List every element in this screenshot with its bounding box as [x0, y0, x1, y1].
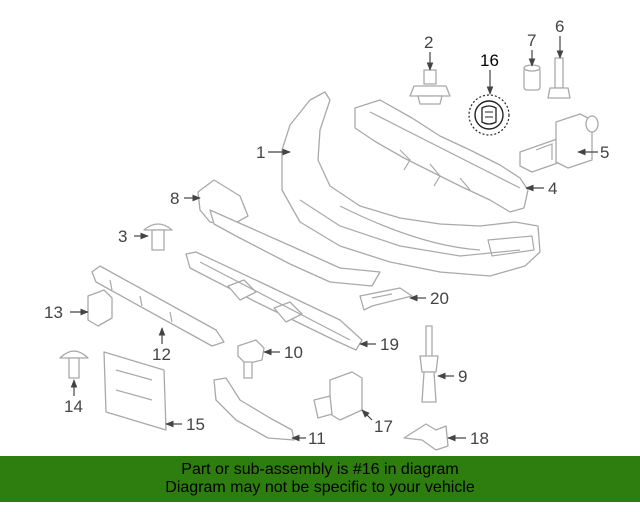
- callout-6[interactable]: 6: [555, 17, 564, 36]
- part-18-clip-bracket[interactable]: [403, 423, 449, 451]
- callout-2[interactable]: 2: [424, 33, 433, 52]
- callout-5[interactable]: 5: [600, 143, 609, 162]
- callout-16[interactable]: 16: [480, 51, 499, 70]
- part-17-module[interactable]: [313, 371, 363, 421]
- part-1-bumper-cover[interactable]: [281, 91, 541, 277]
- callout-numbers: 1 2 3 4 5 6 7 8 9 10 11 12 13 14 15 16 1…: [44, 17, 609, 448]
- part-14-push-pin[interactable]: [59, 350, 89, 379]
- callout-4[interactable]: 4: [548, 179, 557, 198]
- callout-8[interactable]: 8: [170, 189, 179, 208]
- part-3-push-clip[interactable]: [143, 223, 173, 251]
- disclaimer-banner: Part or sub-assembly is #16 in diagram D…: [0, 456, 640, 502]
- exploded-parts-diagram: 1 2 3 4 5 6 7 8 9 10 11 12 13 14 15 16 1…: [44, 17, 609, 451]
- part-10-clip[interactable]: [237, 339, 265, 379]
- callout-7[interactable]: 7: [527, 31, 536, 50]
- part-6-bolt[interactable]: [547, 57, 571, 99]
- callout-12[interactable]: 12: [152, 345, 171, 364]
- callout-9[interactable]: 9: [458, 367, 467, 386]
- callout-20[interactable]: 20: [430, 289, 449, 308]
- banner-line-2: Diagram may not be specific to your vehi…: [165, 479, 475, 496]
- part-12-grille-strip[interactable]: [91, 265, 225, 347]
- callout-15[interactable]: 15: [186, 415, 205, 434]
- part-16-emblem-badge[interactable]: [468, 94, 510, 136]
- callout-11[interactable]: 11: [308, 429, 326, 448]
- callout-19[interactable]: 19: [380, 335, 399, 354]
- callout-3[interactable]: 3: [118, 227, 127, 246]
- callout-18[interactable]: 18: [470, 429, 489, 448]
- callout-13[interactable]: 13: [44, 303, 63, 322]
- banner-line-1: Part or sub-assembly is #16 in diagram: [181, 461, 459, 478]
- part-20-small-bracket[interactable]: [359, 287, 413, 311]
- part-7-bushing[interactable]: [523, 64, 541, 91]
- callout-leaders: [70, 36, 598, 442]
- part-9-fastener[interactable]: [419, 325, 439, 403]
- part-15-license-plate-bracket[interactable]: [103, 351, 167, 431]
- callout-14[interactable]: 14: [64, 397, 83, 416]
- part-11-lower-deflector[interactable]: [213, 377, 295, 441]
- part-4-reinforcement-beam[interactable]: [354, 99, 529, 213]
- callout-17[interactable]: 17: [374, 417, 393, 436]
- part-2-bolt[interactable]: [409, 69, 451, 105]
- part-13-bumper-block[interactable]: [87, 289, 113, 327]
- callout-1[interactable]: 1: [256, 143, 265, 162]
- part-19-lower-grille[interactable]: [185, 251, 363, 351]
- part-5-mount-bracket[interactable]: [519, 113, 599, 173]
- callout-10[interactable]: 10: [284, 343, 303, 362]
- part-8-bracket[interactable]: [197, 179, 381, 287]
